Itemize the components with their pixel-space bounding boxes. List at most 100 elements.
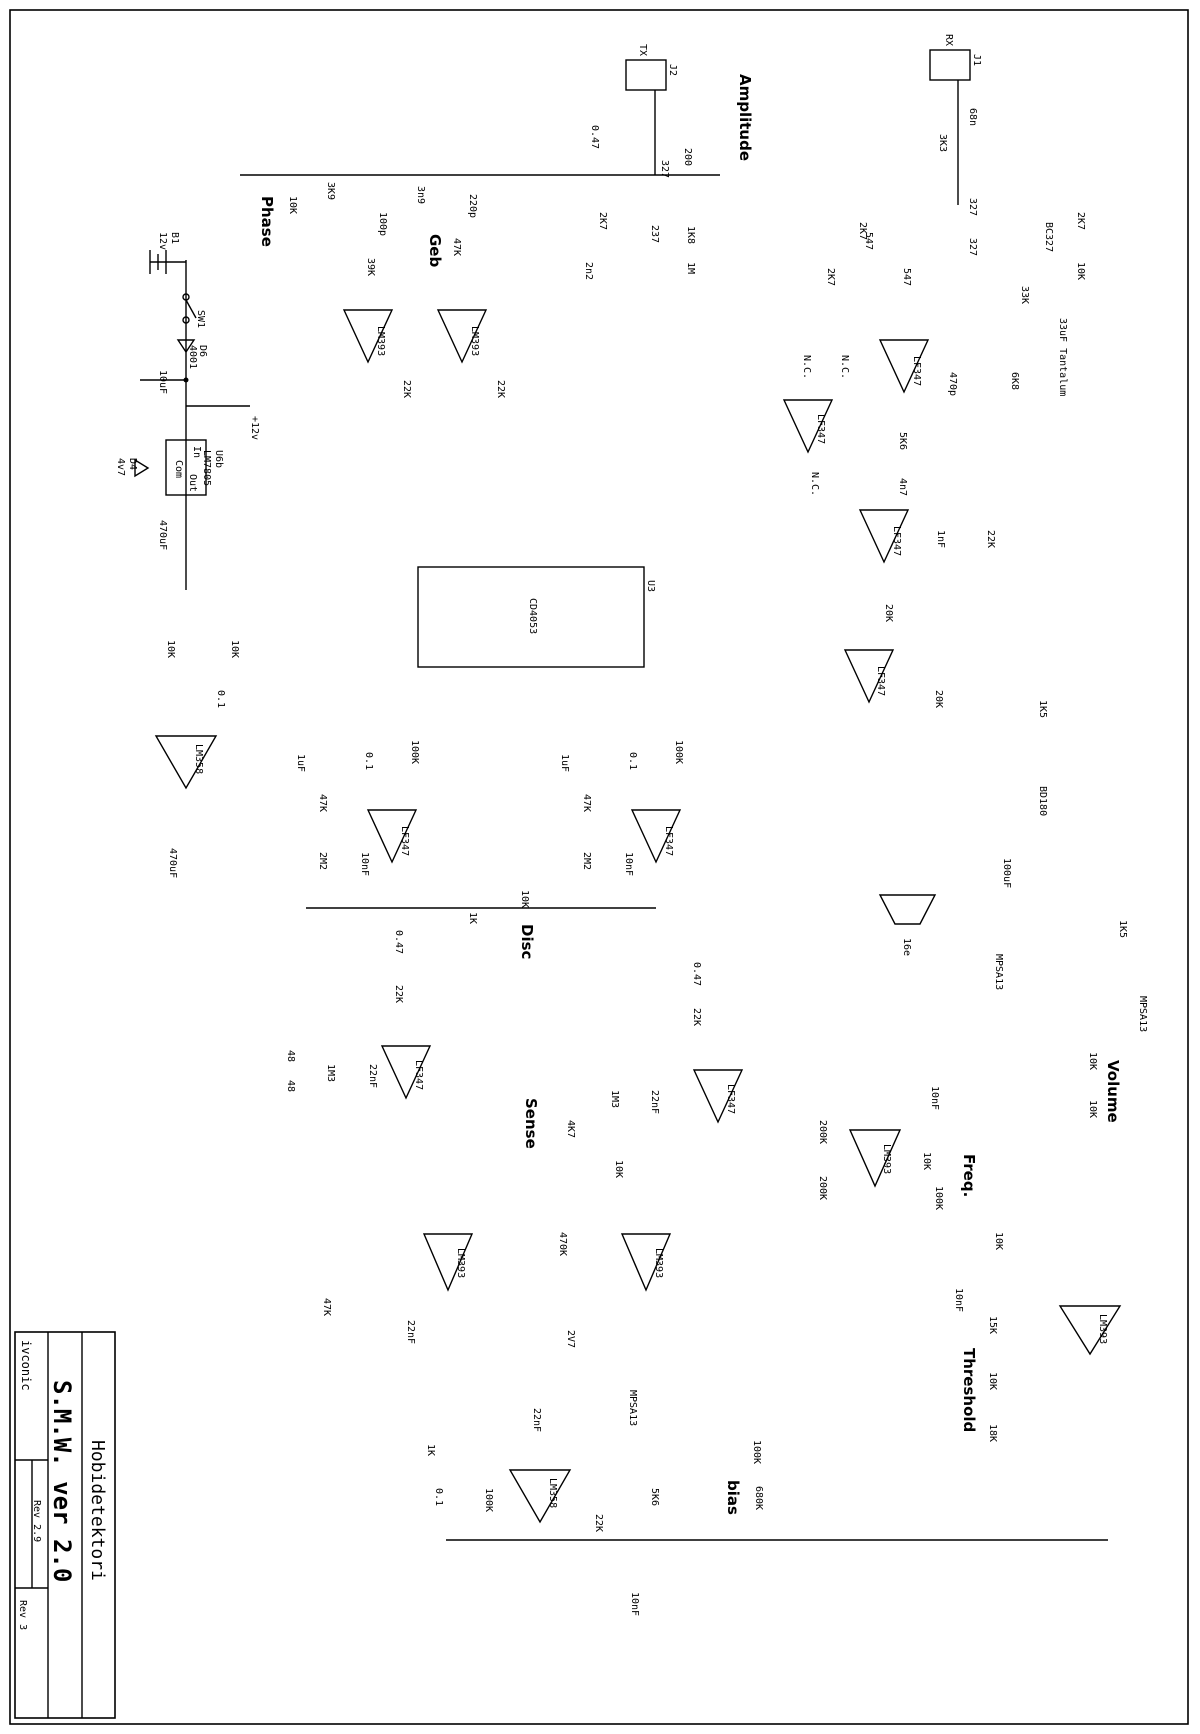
power-supply: B1 12v SW1 D6 4001 +12v U6b LM7805 In Co… [115, 232, 260, 590]
svg-text:MPSA13: MPSA13 [1137, 996, 1148, 1032]
svg-text:1M: 1M [685, 262, 696, 274]
svg-text:TX: TX [637, 44, 648, 56]
oscillator-section: LM393 10nF 200K 200K 10K 100K Freq. 10K … [817, 1086, 1122, 1442]
svg-text:BD180: BD180 [1037, 786, 1048, 816]
svg-text:LM393: LM393 [469, 326, 480, 356]
opamp-u6b [154, 735, 218, 790]
svg-text:LM393: LM393 [881, 1144, 892, 1174]
title-rev-b: Rev 3 [17, 1600, 28, 1630]
bias-label[interactable]: bias [724, 1480, 742, 1515]
svg-text:LF347: LF347 [815, 414, 826, 444]
svg-text:0.47: 0.47 [589, 125, 600, 149]
audio-section: 1K5 BD180 100uF 16e MPSA13 1K5 MPSA13 10… [878, 700, 1148, 1123]
svg-text:In: In [191, 446, 202, 458]
svg-text:0.1: 0.1 [433, 1488, 444, 1506]
svg-text:48: 48 [285, 1080, 296, 1092]
svg-text:1K5: 1K5 [1117, 920, 1128, 938]
svg-text:15K: 15K [987, 1316, 998, 1334]
svg-text:33K: 33K [1019, 286, 1030, 304]
svg-text:22K: 22K [985, 530, 996, 548]
svg-text:4v7: 4v7 [115, 458, 126, 476]
svg-text:5K6: 5K6 [897, 432, 908, 450]
phase-section: Phase 10K 3K9 100p 3n9 220p Geb 47K 39K … [258, 182, 506, 398]
svg-text:22K: 22K [593, 1514, 604, 1532]
svg-text:D4: D4 [127, 458, 138, 470]
svg-text:LF347: LF347 [891, 526, 902, 556]
comparator-u5a [620, 1233, 672, 1292]
svg-text:0.1: 0.1 [627, 752, 638, 770]
svg-text:3K3: 3K3 [937, 134, 948, 152]
threshold-label[interactable]: Threshold [960, 1348, 978, 1432]
svg-text:MPSA13: MPSA13 [627, 1390, 638, 1426]
disc-label[interactable]: Disc [518, 924, 536, 959]
svg-text:LF347: LF347 [875, 666, 886, 696]
svg-text:LM393: LM393 [653, 1248, 664, 1278]
reference-section: LM358 10K 10K 0.1 470uF [154, 640, 240, 878]
svg-text:470uF: 470uF [167, 848, 178, 878]
svg-text:22K: 22K [495, 380, 506, 398]
comparator-u18a [1058, 1305, 1122, 1356]
svg-text:LM358: LM358 [193, 744, 204, 774]
power-switch[interactable] [185, 299, 197, 319]
svg-text:MPSA13: MPSA13 [993, 954, 1004, 990]
svg-text:1uF: 1uF [295, 754, 306, 772]
svg-text:10nF: 10nF [359, 852, 370, 876]
svg-text:3n9: 3n9 [415, 186, 426, 204]
u7-value: LM7805 [201, 450, 212, 486]
svg-text:20K: 20K [933, 690, 944, 708]
svg-text:200K: 200K [817, 1176, 828, 1200]
bias-section: LM358 22nF 1K 0.1 100K 22K 5K6 10nF MPSA… [425, 1390, 1108, 1616]
opamp-u6a [508, 1469, 572, 1524]
d6-ref: D6 [197, 345, 208, 357]
svg-text:10K: 10K [993, 1232, 1004, 1250]
svg-text:10nF: 10nF [629, 1592, 640, 1616]
title-main: S.M.W. ver 2.0 [48, 1380, 76, 1582]
svg-text:100K: 100K [409, 740, 420, 764]
svg-text:680K: 680K [753, 1486, 764, 1510]
amplitude-label[interactable]: Amplitude [736, 74, 754, 161]
opamp-u1d [782, 399, 834, 454]
svg-text:48: 48 [285, 1050, 296, 1062]
rx-section: J1 RX 68n 3K3 327 327 BC327 547 547 2K7 … [782, 34, 1086, 708]
opamp-u1a [878, 339, 930, 394]
svg-text:2K7: 2K7 [825, 268, 836, 286]
volume-label[interactable]: Volume [1104, 1060, 1122, 1123]
svg-text:2M2: 2M2 [581, 852, 592, 870]
title-rev-a: Rev 2.9 [31, 1500, 42, 1542]
geb-label[interactable]: Geb [426, 234, 444, 267]
svg-text:22nF: 22nF [367, 1064, 378, 1088]
freq-label[interactable]: Freq. [960, 1154, 978, 1197]
svg-text:LF347: LF347 [663, 826, 674, 856]
svg-text:10uF: 10uF [157, 370, 168, 394]
svg-text:0.47: 0.47 [393, 930, 404, 954]
cd4053: CD4053 U3 [417, 566, 656, 668]
svg-text:LM358: LM358 [547, 1478, 558, 1508]
svg-text:1uF: 1uF [559, 754, 570, 772]
sense-label[interactable]: Sense [522, 1098, 540, 1149]
svg-text:200K: 200K [817, 1120, 828, 1144]
svg-text:1M3: 1M3 [609, 1090, 620, 1108]
connector-j1[interactable] [929, 49, 971, 81]
svg-text:470K: 470K [557, 1232, 568, 1256]
svg-text:0.47: 0.47 [691, 962, 702, 986]
svg-text:LM393: LM393 [375, 326, 386, 356]
svg-text:22nF: 22nF [405, 1320, 416, 1344]
svg-text:22K: 22K [401, 380, 412, 398]
svg-text:33uF Tantalum: 33uF Tantalum [1057, 318, 1068, 396]
svg-text:18K: 18K [987, 1424, 998, 1442]
title-block: Hobidetektori S.M.W. ver 2.0 ivconic Rev… [14, 1331, 116, 1719]
diode-d6-icon [176, 339, 196, 354]
svg-text:2K7: 2K7 [857, 222, 868, 240]
connector-j2[interactable] [625, 59, 667, 91]
svg-text:10K: 10K [287, 196, 298, 214]
opamp-u4d [380, 1045, 432, 1100]
rail-12v: +12v [249, 416, 260, 440]
svg-text:1K5: 1K5 [1037, 700, 1048, 718]
battery-ref: B1 [169, 232, 180, 244]
svg-text:547: 547 [901, 268, 912, 286]
svg-text:100p: 100p [377, 212, 388, 236]
phase-label[interactable]: Phase [258, 196, 276, 247]
svg-text:3K9: 3K9 [325, 182, 336, 200]
svg-text:2V7: 2V7 [565, 1330, 576, 1348]
svg-text:327: 327 [967, 198, 978, 216]
